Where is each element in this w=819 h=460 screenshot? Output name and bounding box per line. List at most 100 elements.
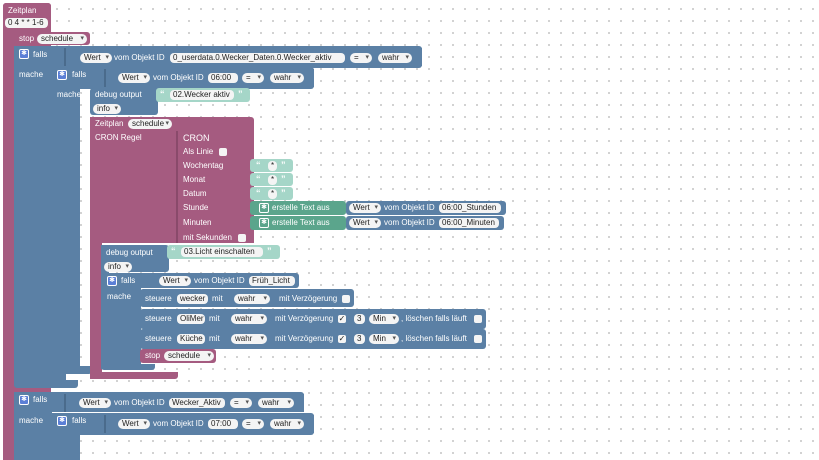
gear-icon[interactable]: ✱	[259, 218, 269, 228]
delay-label: mit Verzögerung	[279, 294, 338, 303]
delay-label: mit Verzögerung	[275, 314, 334, 323]
schedule-title: Zeitplan	[95, 119, 124, 128]
debug-label: debug output	[95, 90, 142, 99]
wert-dropdown[interactable]: Wert	[349, 203, 381, 213]
stunde-label: Stunde	[183, 203, 209, 212]
gear-icon[interactable]: ✱	[107, 276, 117, 286]
wert-dropdown[interactable]: Wert	[80, 53, 112, 63]
delay-number-field[interactable]: 3	[354, 314, 365, 324]
operator-dropdown[interactable]: =	[242, 73, 264, 83]
value-dropdown[interactable]: wahr	[258, 398, 294, 408]
value-dropdown[interactable]: wahr	[270, 419, 304, 429]
wert-dropdown[interactable]: Wert	[159, 276, 191, 286]
erstelle-text-label: erstelle Text aus	[272, 203, 330, 212]
quote-close-icon: ”	[267, 246, 272, 256]
vom-objekt-label: vom Objekt ID	[114, 53, 165, 62]
object-id-field[interactable]: Wecker_Aktiv	[169, 398, 225, 408]
value-dropdown[interactable]: wahr	[234, 294, 270, 304]
debug-text-field[interactable]: 03.Licht einschalten	[181, 247, 263, 257]
operator-dropdown[interactable]: =	[350, 53, 372, 63]
if-block-1-foot	[14, 380, 78, 388]
object-id-field[interactable]: 06:00_Minuten	[439, 218, 499, 228]
gear-icon[interactable]: ✱	[259, 203, 269, 213]
cron-label: CRON	[183, 133, 210, 143]
gear-icon[interactable]: ✱	[19, 395, 29, 405]
value-dropdown[interactable]: wahr	[378, 53, 412, 63]
gear-icon[interactable]: ✱	[57, 416, 67, 426]
schedule-block-2-foot	[90, 372, 178, 379]
object-id-field[interactable]: 0_userdata.0.Wecker_Daten.0.Wecker_aktiv	[170, 53, 345, 63]
mit-sekunden-checkbox[interactable]	[238, 234, 246, 242]
steuere-label: steuere	[145, 294, 172, 303]
vom-objekt-label: vom Objekt ID	[153, 73, 204, 82]
quote-open-icon: “	[256, 174, 261, 184]
quote-close-icon: ”	[238, 89, 243, 99]
mit-label: mit	[209, 314, 220, 323]
schedule-dropdown[interactable]: schedule	[37, 34, 87, 44]
debug-level-dropdown[interactable]: info	[104, 262, 132, 272]
object-id-field[interactable]: 07:00	[208, 419, 238, 429]
schedule-dropdown[interactable]: schedule	[164, 351, 214, 361]
vom-objekt-label: vom Objekt ID	[384, 218, 435, 227]
create-text-block-minuten	[250, 216, 346, 230]
target-field[interactable]: wecker	[177, 294, 208, 304]
vom-objekt-label: vom Objekt ID	[114, 398, 165, 407]
datum-field[interactable]: *	[268, 189, 277, 199]
vom-objekt-label: vom Objekt ID	[194, 276, 245, 285]
object-id-field[interactable]: Früh_Licht	[249, 276, 295, 286]
gear-icon[interactable]: ✱	[19, 49, 29, 59]
als-linie-checkbox[interactable]	[219, 148, 227, 156]
stop-label: stop	[145, 351, 161, 360]
object-id-field[interactable]: 06:00_Stunden	[439, 203, 501, 213]
delay-checkbox-checked[interactable]: ✓	[338, 314, 346, 323]
clear-running-checkbox[interactable]	[474, 335, 482, 343]
monat-label: Monat	[183, 175, 206, 184]
vom-objekt-label: vom Objekt ID	[153, 419, 204, 428]
gear-icon[interactable]: ✱	[57, 70, 67, 80]
object-id-field[interactable]: 06:00	[208, 73, 238, 83]
datum-label: Datum	[183, 189, 207, 198]
quote-open-icon: “	[160, 89, 165, 99]
mit-sekunden-label: mit Sekunden	[183, 233, 232, 242]
target-field[interactable]: OliMer	[177, 314, 205, 324]
schedule-dropdown[interactable]: schedule	[128, 119, 172, 129]
value-dropdown[interactable]: wahr	[231, 334, 267, 344]
operator-dropdown[interactable]: =	[242, 419, 264, 429]
mache-label: mache	[19, 416, 44, 425]
minuten-label: Minuten	[183, 218, 212, 227]
wochentag-field[interactable]: *	[268, 161, 277, 171]
debug-level-dropdown[interactable]: info	[93, 104, 121, 114]
if-block-3-body	[103, 273, 141, 368]
if-block-2-foot	[52, 366, 92, 374]
falls-label: falls	[72, 70, 87, 79]
set-state-block-3[interactable]	[140, 329, 486, 349]
operator-dropdown[interactable]: =	[230, 398, 252, 408]
vom-objekt-label: vom Objekt ID	[384, 203, 435, 212]
value-dropdown[interactable]: wahr	[231, 314, 267, 324]
value-dropdown[interactable]: wahr	[270, 73, 304, 83]
schedule-title: Zeitplan	[8, 6, 37, 15]
quote-close-icon: ”	[281, 174, 286, 184]
target-field[interactable]: Küche	[177, 334, 205, 344]
wert-dropdown[interactable]: Wert	[118, 419, 150, 429]
debug-label: debug output	[106, 248, 153, 257]
unit-dropdown[interactable]: Min	[369, 334, 399, 344]
debug-text-field[interactable]: 02.Wecker aktiv	[170, 90, 234, 100]
wert-dropdown[interactable]: Wert	[349, 218, 381, 228]
monat-field[interactable]: *	[268, 175, 277, 185]
mache-label: mache	[57, 90, 82, 99]
delay-label: mit Verzögerung	[275, 334, 334, 343]
delay-checkbox-checked[interactable]: ✓	[338, 334, 346, 343]
delay-checkbox[interactable]	[342, 295, 350, 303]
mache-label: mache	[107, 292, 132, 301]
mit-label: mit	[209, 334, 220, 343]
wert-dropdown[interactable]: Wert	[118, 73, 150, 83]
wert-dropdown[interactable]: Wert	[79, 398, 111, 408]
delay-number-field[interactable]: 3	[354, 334, 365, 344]
falls-label: falls	[33, 395, 48, 404]
set-state-block-2[interactable]	[140, 309, 486, 329]
unit-dropdown[interactable]: Min	[369, 314, 399, 324]
clear-running-checkbox[interactable]	[474, 315, 482, 323]
cron-input[interactable]: 0 4 * * 1-6	[5, 18, 48, 28]
steuere-label: steuere	[145, 314, 172, 323]
